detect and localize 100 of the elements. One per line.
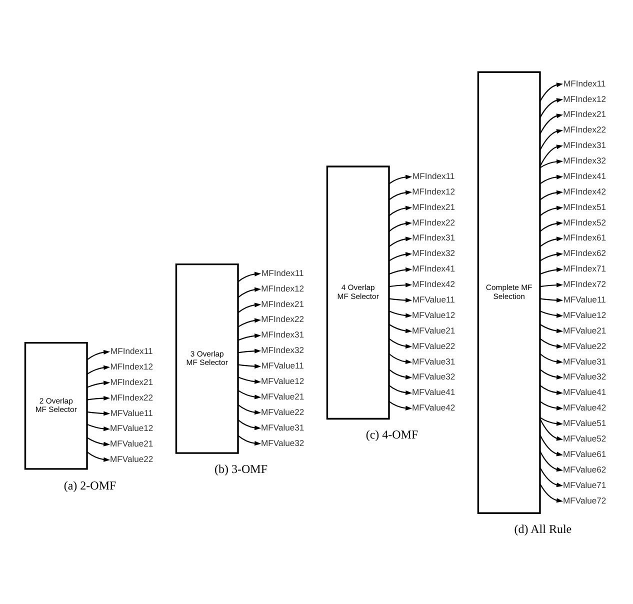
node-text: MFValue21 — [563, 324, 606, 335]
arrow — [540, 384, 564, 394]
arrow — [238, 419, 262, 430]
arrow — [540, 324, 564, 333]
arrow — [540, 368, 564, 380]
node-label: (c) 4-OMF — [366, 427, 418, 442]
arrow — [540, 416, 564, 426]
arrow — [540, 98, 564, 118]
node-text: MFValue22 — [110, 454, 154, 464]
node-text: MFIndex41 — [412, 263, 456, 274]
arrow — [388, 266, 412, 274]
node-text: MFValue11 — [261, 360, 304, 370]
arrow — [540, 174, 564, 184]
arrow — [388, 352, 412, 364]
node-text: MFValue41 — [563, 386, 606, 397]
node-text: MFIndex22 — [110, 392, 154, 402]
node-text: MFValue12 — [412, 309, 456, 320]
node-text: MFIndex21 — [563, 108, 606, 119]
node-text: MFIndex51 — [563, 201, 606, 212]
arrow — [86, 436, 110, 446]
node-text: MFValue32 — [261, 437, 304, 448]
arrow — [388, 282, 412, 287]
node-text: MFIndex21 — [261, 298, 304, 308]
node-text: MFIndex11 — [110, 345, 153, 356]
node-text: MFValue12 — [110, 422, 154, 433]
node-text: MFIndex42 — [412, 278, 456, 289]
node-box: 4 Overlap MF Selector — [326, 165, 390, 420]
arrow — [238, 333, 262, 340]
node-text: MFIndex52 — [563, 216, 606, 227]
node-text: MFValue41 — [412, 386, 456, 397]
arrow — [238, 302, 262, 313]
arrow — [540, 352, 564, 364]
arrow — [238, 364, 262, 368]
node-text: MFValue22 — [261, 406, 304, 416]
node-text: MFValue42 — [563, 402, 606, 412]
node-box: Complete MF Selection — [477, 70, 541, 514]
arrow — [540, 450, 564, 472]
arrow — [540, 434, 564, 456]
arrow — [540, 220, 564, 232]
node-text: MFValue21 — [110, 438, 154, 448]
arrow — [540, 113, 564, 134]
arrow — [540, 282, 564, 287]
arrow — [388, 205, 412, 216]
node-text: MFIndex72 — [563, 278, 606, 289]
arrow — [238, 271, 262, 282]
node-text: MFIndex12 — [412, 186, 456, 196]
node-text: MFValue52 — [563, 432, 606, 443]
node-text: MFIndex12 — [261, 282, 304, 293]
node-text: MFValue71 — [563, 479, 606, 490]
arrow — [540, 82, 564, 102]
node-text: MFIndex31 — [412, 232, 456, 242]
node-text: MFValue42 — [412, 402, 456, 412]
arrow — [540, 128, 564, 150]
node-text: MFValue51 — [563, 418, 606, 428]
node-text: MFValue11 — [563, 294, 606, 304]
node-text: MFIndex22 — [261, 314, 304, 324]
node-text: MFValue32 — [563, 371, 606, 382]
node-text: MFIndex32 — [412, 248, 456, 258]
arrow — [388, 368, 412, 380]
node-text: MFValue62 — [563, 464, 606, 474]
arrow — [540, 483, 564, 502]
arrow — [540, 466, 564, 487]
arrow — [388, 236, 412, 247]
arrow — [388, 310, 412, 318]
arrow — [86, 451, 110, 462]
arrow — [388, 338, 412, 348]
node-text: MFValue21 — [261, 390, 304, 401]
node-label: (a) 2-OMF — [64, 478, 116, 492]
arrow — [238, 348, 262, 353]
node-text: MFIndex32 — [563, 155, 606, 166]
node-text: MFValue11 — [110, 407, 153, 418]
arrow — [86, 423, 110, 431]
arrow — [86, 364, 110, 374]
node-text: MFValue22 — [412, 340, 456, 350]
node-text: MFIndex22 — [563, 124, 606, 134]
node-text: MFValue32 — [412, 371, 456, 382]
arrow — [238, 434, 262, 446]
arrow — [540, 418, 564, 440]
node-text: MFIndex12 — [110, 360, 154, 371]
arrow — [540, 144, 564, 166]
node-label: (d) All Rule — [514, 522, 572, 536]
node-text: MFIndex41 — [563, 170, 606, 180]
node-text: MFValue61 — [563, 448, 606, 458]
node-label: (b) 3-OMF — [214, 461, 268, 476]
arrow — [388, 174, 412, 184]
arrow — [540, 252, 564, 261]
arrow — [388, 220, 412, 232]
node-text: MFIndex62 — [563, 248, 606, 258]
node-text: MFValue21 — [412, 324, 456, 335]
arrow — [540, 190, 564, 200]
node-text: MFIndex31 — [563, 140, 606, 150]
node-text: MFIndex31 — [261, 329, 304, 340]
node-text: MFValue31 — [563, 356, 606, 366]
node-text: MFIndex61 — [563, 232, 606, 242]
arrow — [540, 338, 564, 348]
arrow — [86, 380, 110, 388]
node-text: MFIndex21 — [412, 201, 456, 212]
node-text: MFIndex22 — [412, 216, 456, 227]
arrow — [388, 324, 412, 333]
node-text: MFValue12 — [261, 376, 304, 386]
